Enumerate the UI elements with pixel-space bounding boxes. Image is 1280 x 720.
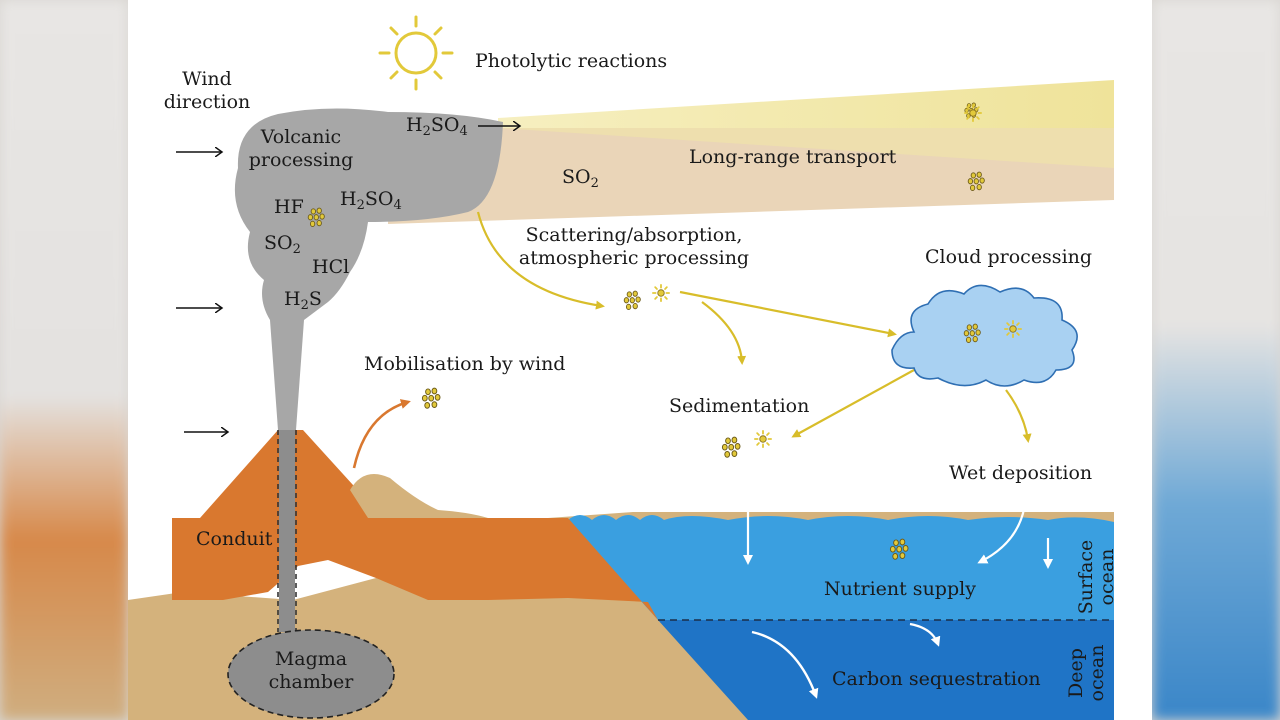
ash-deposit-hill [350,474,488,518]
h2so4-plume-h: H [340,188,357,210]
long-range-transport-label: Long-range transport [689,146,897,168]
wind-direction-line-2: direction [163,91,251,114]
conduit-fill [279,430,295,632]
magma-chamber-line-2: chamber [268,671,354,694]
deep-ocean-line-1: Deep [1065,648,1087,698]
h2s-label: H2S [284,288,322,314]
cloud-sun-particle-icon [1004,320,1022,338]
long-range-transport-band-yellow-lower [498,128,1114,168]
so2-band-sub: 2 [590,176,599,191]
magma-chamber-line-1: Magma [274,648,348,670]
sediment-particle-cluster-icon [721,436,741,458]
scattering-arrow [476,211,605,310]
mobilisation-by-wind-label: Mobilisation by wind [364,353,566,375]
sedimentation-label: Sedimentation [669,395,810,417]
h2s-s: S [308,288,322,310]
conduit-label: Conduit [196,528,273,550]
diagram-artwork [128,15,1114,720]
h2so4-top-sub2: 4 [459,124,468,139]
to-cloud-arrow [679,290,897,338]
scattering-particle-cluster-icon [623,290,641,311]
magma-chamber-label: Magma chamber [266,648,356,694]
mobilised-particle-cluster-icon [421,387,441,409]
surface-ocean-label: Surface ocean [1075,527,1122,627]
deep-ocean [658,620,1114,720]
h2so4-plume-label: H2SO4 [340,188,402,214]
deep-ocean-line-2: ocean [1085,644,1108,702]
right-blurred-margin [1152,0,1280,720]
h2so4-top-label: H2SO4 [406,114,468,140]
so2-band-so: SO [562,166,591,188]
cloud-icon [891,284,1078,387]
surface-ocean-line-2: ocean [1095,548,1118,606]
h2so4-top-so: SO [430,114,460,136]
photolytic-reactions-label: Photolytic reactions [475,50,668,72]
h2so4-top-h: H [406,114,423,136]
volcanic-processing-line-2: processing [248,149,354,172]
wind-direction-label: Wind direction [162,68,252,114]
h2so4-plume-so: SO [364,188,394,210]
so2-band-label: SO2 [562,166,599,192]
hf-label: HF [274,196,304,218]
sun-icon [378,15,454,91]
scattering-line-1: Scattering/absorption, [525,224,743,246]
so2-plume-label: SO2 [264,232,301,258]
h2so4-top-sub1: 2 [422,124,431,139]
left-blurred-margin [0,0,128,720]
cloud-processing-label: Cloud processing [925,246,1093,268]
cloud-to-wet-deposition-arrow [1005,389,1032,443]
volcanic-processing-line-1: Volcanic [260,126,342,148]
scattering-line-2: atmospheric processing [518,247,750,270]
h2s-sub: 2 [300,298,309,313]
h2so4-plume-sub2: 4 [393,198,402,213]
surface-ocean-line-1: Surface [1075,539,1097,615]
cloud-to-sediment-arrow [791,369,915,438]
volcanic-diagram-panel: Photolytic reactions Wind direction Volc… [128,0,1152,720]
volcanic-processing-label: Volcanic processing [246,126,356,172]
deep-ocean-label: Deep ocean [1065,633,1112,713]
h2s-h: H [284,288,301,310]
sun-particle-icon [652,284,670,302]
volcanic-plume [234,108,503,430]
surface-ocean [568,515,1114,620]
sedimentation-sun-particle-icon [754,430,772,448]
carbon-sequestration-label: Carbon sequestration [832,668,1041,690]
wind-direction-line-1: Wind [182,68,232,90]
hcl-label: HCl [312,256,350,278]
so2-plume-sub: 2 [292,242,301,257]
h2so4-plume-sub1: 2 [356,198,365,213]
transport-sun-particle-icon [964,104,982,122]
wet-deposition-down-arrow [977,493,1028,564]
carbon-sequestration-arrow [751,630,819,699]
scattering-label: Scattering/absorption, atmospheric proce… [510,224,758,270]
to-sedimentation-arrow [701,301,747,365]
wet-deposition-label: Wet deposition [949,462,1093,484]
nutrient-down-arrow [909,622,941,647]
magma-chamber [227,629,395,719]
so2-plume-so: SO [264,232,293,254]
mobilisation-arrow [352,399,411,469]
nutrient-supply-label: Nutrient supply [824,578,976,600]
